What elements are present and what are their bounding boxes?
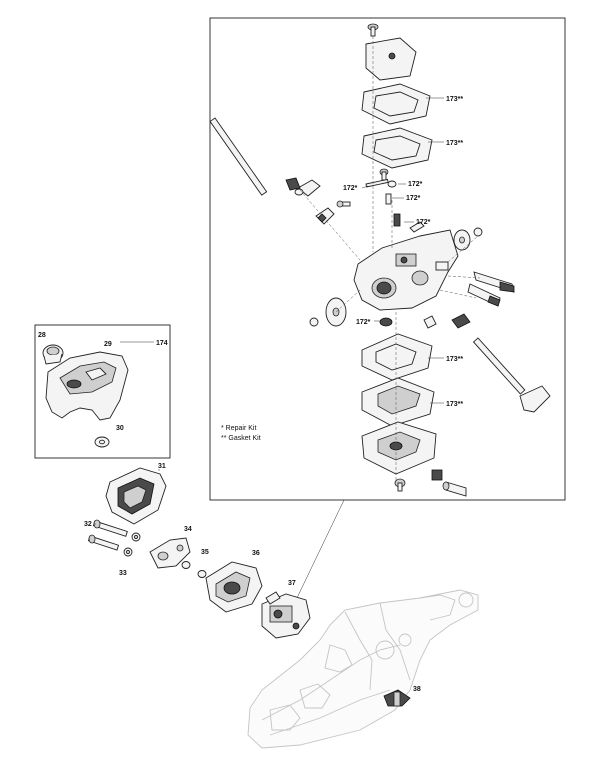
adapter-plate-part-36: [205, 561, 263, 613]
label-part-29: 29: [104, 341, 112, 348]
label-part-38: 38: [413, 686, 421, 693]
gasket-mid: [361, 127, 433, 169]
adjustment-needles: [467, 271, 515, 307]
detail-connector-line: [295, 499, 345, 601]
lower-screws: [394, 469, 467, 497]
choke-knob-part-38: [383, 689, 411, 707]
air-filter-cover-part-29: [45, 351, 129, 421]
choke-shaft: [472, 337, 551, 413]
label-kit-repair-5: 172*: [356, 319, 371, 326]
washers-part-33: [123, 532, 141, 557]
leader-lines: [94, 97, 444, 525]
bracket-part-34: [149, 537, 191, 569]
cover-screw: [367, 23, 379, 37]
pump-cover-plate: [365, 37, 417, 81]
label-part-174: 174: [156, 340, 168, 347]
return-springs: [423, 313, 471, 329]
label-part-32: 32: [84, 521, 92, 528]
throttle-lever-parts: [294, 179, 351, 225]
label-part-30: 30: [116, 425, 124, 432]
metering-parts-172: [365, 168, 425, 327]
legend-repair-kit: * Repair Kit: [221, 425, 256, 432]
label-part-37: 37: [288, 580, 296, 587]
carburetor-detail-frame: [209, 17, 566, 501]
bolts-part-32: [87, 519, 128, 551]
choke-disc: [309, 297, 347, 327]
label-kit-gasket-3: 173**: [446, 356, 463, 363]
label-part-31: 31: [158, 463, 166, 470]
throttle-disc: [453, 227, 483, 251]
air-filter-part-31: [105, 467, 167, 525]
carburetor-part-37: [261, 591, 311, 639]
gasket-lower-1: [361, 333, 433, 381]
label-part-33: 33: [119, 570, 127, 577]
spacers-part-35: [181, 561, 207, 578]
carburetor-body: [353, 229, 459, 311]
washer-part-30: [94, 436, 110, 448]
label-kit-gasket-2: 173**: [446, 140, 463, 147]
label-part-28: 28: [38, 332, 46, 339]
legend-gasket-kit: ** Gasket Kit: [221, 435, 261, 442]
label-part-34: 34: [184, 526, 192, 533]
throttle-shaft: [209, 117, 301, 196]
metering-cover-plate: [361, 421, 437, 475]
label-part-35: 35: [201, 549, 209, 556]
label-kit-repair-1: 172*: [343, 185, 358, 192]
label-kit-repair-2: 172*: [408, 181, 423, 188]
knob-part-28: [42, 344, 64, 365]
gasket-upper: [361, 83, 431, 125]
label-kit-repair-3: 172*: [406, 195, 421, 202]
label-kit-gasket-4: 173**: [446, 401, 463, 408]
label-kit-gasket-1: 173**: [446, 96, 463, 103]
label-kit-repair-4: 172*: [416, 219, 431, 226]
chainsaw-housing-ghost: [247, 589, 479, 749]
label-part-36: 36: [252, 550, 260, 557]
assembly-lines: [299, 36, 481, 480]
gasket-lower-2: [361, 377, 435, 427]
air-filter-cover-frame: [34, 324, 171, 459]
